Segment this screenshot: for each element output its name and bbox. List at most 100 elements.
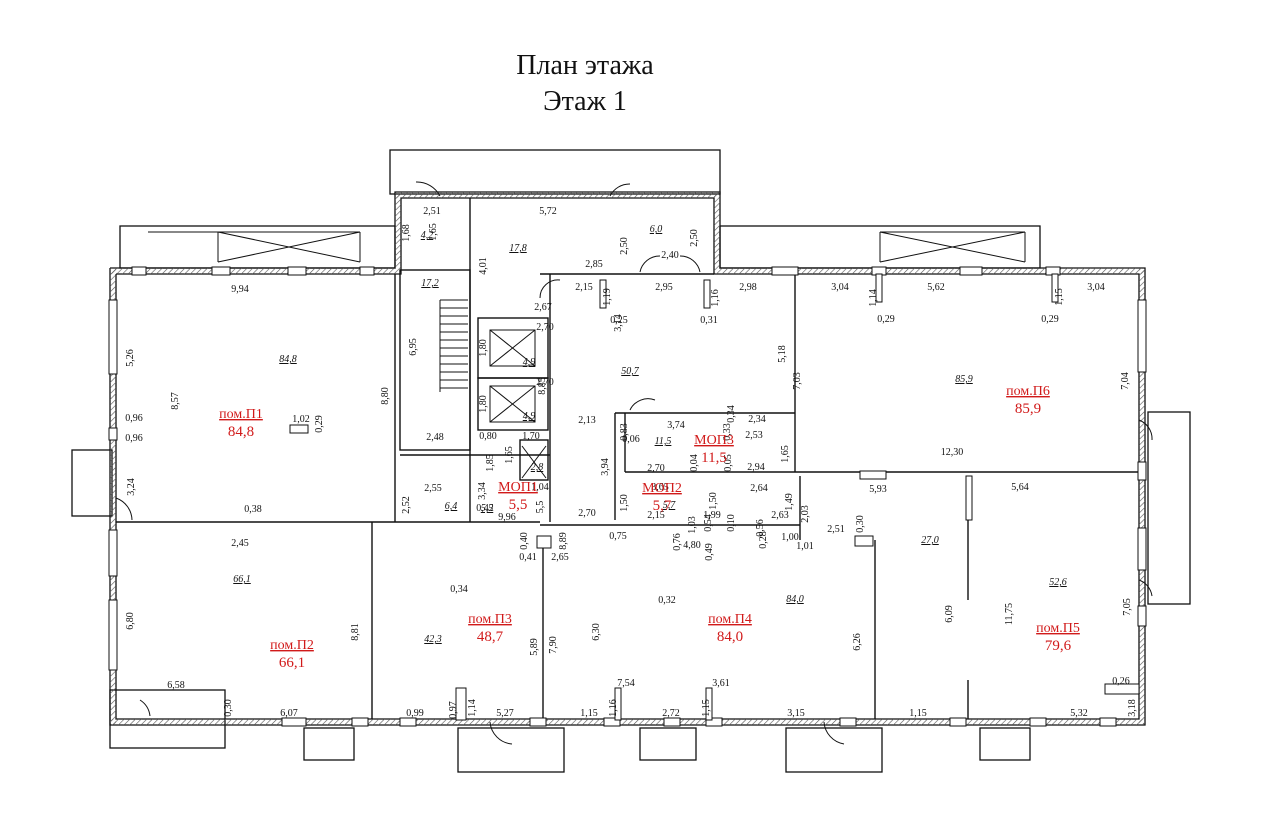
dimension-label: 3,14 [613,314,624,332]
dimension-label: 7,90 [548,636,559,654]
room-name-p5: пом.П5 [1036,621,1080,636]
area-label: 2,8 [531,462,544,473]
room-area-mop3: 11,5 [701,450,727,466]
wall-hatching [110,192,1145,725]
dimension-label: 2,70 [578,508,596,519]
dimension-label: 0,34 [726,405,737,423]
dimension-label: 5,89 [529,638,540,656]
dimension-label: 1,00 [781,532,799,543]
area-label: 66,1 [233,574,251,585]
room-area-p4: 84,0 [717,629,743,645]
dimension-label: 2,70 [536,377,554,388]
entrance-canopy [389,149,721,195]
dimension-label: 0,96 [125,433,143,444]
porch-p4 [639,727,697,761]
dimension-label: 2,45 [231,538,249,549]
dimension-label: 2,03 [800,505,811,523]
area-label: 17,8 [509,243,527,254]
dimension-label: 7,05 [1122,598,1133,616]
dimension-label: 0,33 [722,423,733,441]
dimension-label: 1,65 [504,446,515,464]
dimension-label: 1,14 [467,699,478,717]
dimension-label: 0,76 [672,533,683,551]
plan-title: План этажа [516,50,654,81]
dimension-label: 0,80 [479,431,497,442]
dimension-label: 0,28 [758,531,769,549]
dimension-label: 1,85 [485,454,496,472]
dimension-label: 0,31 [700,315,718,326]
dimension-label: 7,04 [1120,372,1131,390]
dimension-label: 9,96 [498,512,516,523]
elevator-shafts [489,329,547,479]
dimension-label: 1,99 [703,510,721,521]
area-label: 5,7 [663,500,677,511]
dimension-label: 9,94 [231,284,249,295]
dimension-label: 12,30 [941,447,964,458]
room-name-mop2: МОП2 [642,481,682,496]
dimension-label: 1,15 [909,708,927,719]
room-name-mop1: МОП1 [498,480,538,495]
dimension-label: 3,24 [126,478,137,496]
dimension-label: 2,51 [423,206,441,217]
area-label: 4,9 [523,411,536,422]
dimension-label: 5,32 [1070,708,1088,719]
room-area-p2: 66,1 [279,655,305,671]
dimension-label: 5,62 [927,282,945,293]
dimension-label: 6,26 [852,633,863,651]
dimension-label: 5,27 [496,708,514,719]
dimension-label: 8,81 [350,623,361,641]
dimension-label: 0,29 [877,314,895,325]
dimension-label: 0,54 [703,514,714,532]
dimension-label: 6,80 [125,612,136,630]
area-label: 85,9 [955,374,973,385]
dimension-label: 0,30 [223,699,234,717]
dimension-label: 5,72 [539,206,557,217]
porch-p2 [303,727,355,761]
dimension-label: 6,58 [167,680,185,691]
dimension-label: 2,70 [536,322,554,333]
dimension-label: 0,41 [519,552,537,563]
dimension-label: 0,75 [609,531,627,542]
dimension-label: 0,06 [622,434,640,445]
dimension-label: 6,09 [944,605,955,623]
dimension-label: 0,29 [1041,314,1059,325]
dimension-label: 3,34 [477,482,488,500]
dimension-label: 0,96 [125,413,143,424]
dimension-label: 0,10 [726,514,737,532]
dimension-label: 3,15 [787,708,805,719]
dimension-label: 1,65 [428,223,439,241]
dimension-label: 0,32 [658,595,676,606]
dimension-label: 0,29 [314,415,325,433]
dimension-label: 2,52 [401,496,412,514]
dimension-label: 1,50 [708,492,719,510]
dimension-label: 2,15 [647,510,665,521]
dimension-label: 1,65 [780,445,791,463]
dimension-label: 5,93 [869,484,887,495]
plan-subtitle: Этаж 1 [543,86,627,117]
area-label: 84,0 [786,594,804,605]
dimension-label: 0,04 [689,454,700,472]
dimension-label: 8,89 [558,532,569,550]
area-label: 17,2 [421,278,439,289]
dimension-label: 5,26 [125,349,136,367]
dimension-label: 2,63 [771,510,789,521]
dimension-label: 1,16 [608,699,619,717]
dimension-label: 3,65 [651,482,669,493]
dimension-label: 0,25 [610,315,628,326]
dimension-label: 1,01 [796,541,814,552]
dimension-label: 1,14 [868,289,879,307]
dimension-label: 2,65 [551,552,569,563]
dimension-label: 2,85 [585,259,603,270]
dimension-label: 4,01 [478,257,489,275]
dimension-label: 3,04 [831,282,849,293]
dimension-label: 0,26 [1112,676,1130,687]
dimension-label: 1,70 [522,431,540,442]
area-label: 84,8 [279,354,297,365]
dimension-label: 1,49 [784,493,795,511]
room-name-mop3: МОП3 [694,433,734,448]
area-label: 52,6 [1049,577,1067,588]
dimension-label: 11,75 [1004,603,1015,625]
dimension-label: 2,15 [575,282,593,293]
area-label: 6,4 [445,501,458,512]
